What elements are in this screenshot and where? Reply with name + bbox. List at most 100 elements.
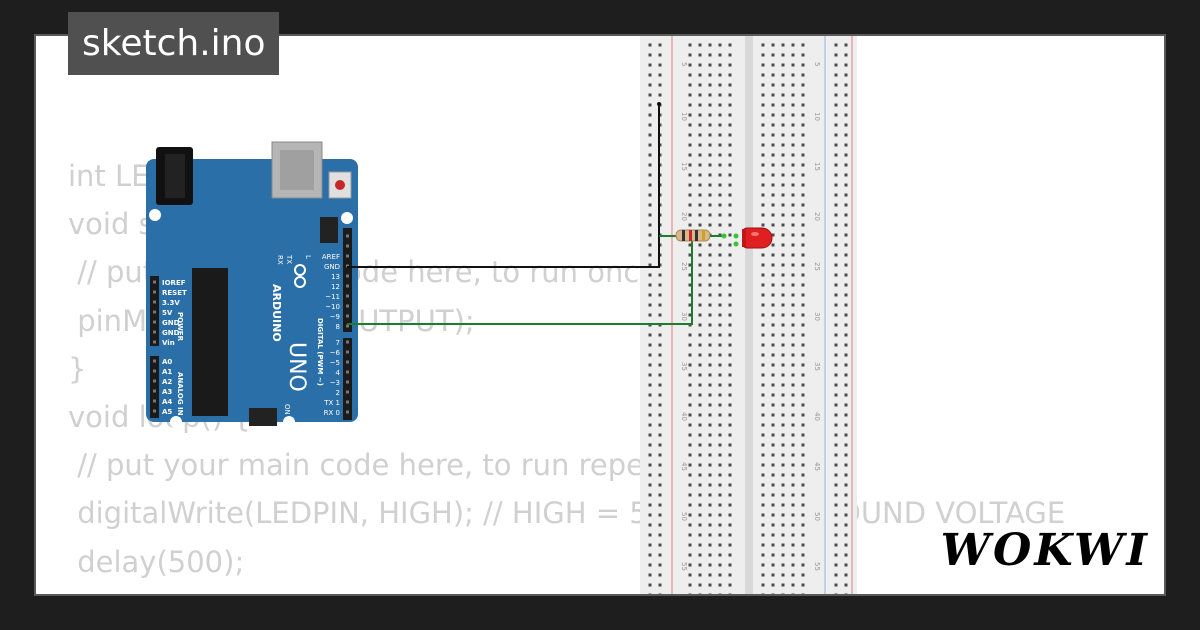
breadboard-hole — [791, 173, 795, 177]
pin-label-a0: A0 — [162, 358, 172, 366]
breadboard-hole — [771, 453, 775, 457]
breadboard-hole — [728, 213, 732, 217]
breadboard-hole — [698, 93, 702, 97]
header-pin — [346, 390, 349, 394]
breadboard-hole — [718, 443, 722, 447]
breadboard-hole — [658, 513, 662, 517]
breadboard-hole — [658, 353, 662, 357]
breadboard-hole — [708, 303, 712, 307]
breadboard-hole — [658, 583, 662, 587]
breadboard-hole — [658, 273, 662, 277]
breadboard-hole — [791, 453, 795, 457]
breadboard-hole — [844, 243, 848, 247]
row-number: 10 — [680, 112, 688, 121]
breadboard-hole — [761, 43, 765, 47]
breadboard-hole — [648, 373, 652, 377]
breadboard-hole — [708, 263, 712, 267]
gnd-wire[interactable] — [347, 104, 660, 268]
breadboard-hole — [844, 423, 848, 427]
breadboard-hole — [781, 473, 785, 477]
breadboard-hole — [834, 143, 838, 147]
breadboard-hole — [728, 553, 732, 557]
header-pin — [346, 410, 349, 414]
breadboard-hole — [781, 533, 785, 537]
breadboard-hole — [761, 573, 765, 577]
pin-label-12: 12 — [331, 283, 340, 291]
breadboard-hole — [844, 393, 848, 397]
breadboard-hole — [708, 353, 712, 357]
breadboard-hole — [728, 533, 732, 537]
breadboard-hole — [728, 163, 732, 167]
digital-header-top — [343, 228, 352, 332]
breadboard-hole — [834, 583, 838, 587]
breadboard-hole — [761, 73, 765, 77]
pin-label-5v: 5V — [162, 309, 173, 317]
breadboard-hole — [781, 153, 785, 157]
breadboard-hole — [648, 203, 652, 207]
breadboard-hole — [658, 43, 662, 47]
breadboard-hole — [791, 333, 795, 337]
breadboard-hole — [688, 473, 692, 477]
breadboard-hole — [718, 103, 722, 107]
breadboard-hole — [771, 533, 775, 537]
breadboard-hole — [718, 323, 722, 327]
breadboard-hole — [761, 513, 765, 517]
breadboard-hole — [781, 433, 785, 437]
breadboard-hole — [698, 123, 702, 127]
pin-label-11: ~11 — [325, 293, 340, 301]
breadboard-hole — [648, 473, 652, 477]
header-pin — [346, 284, 349, 288]
mounting-hole — [170, 416, 182, 428]
breadboard-hole — [834, 533, 838, 537]
breadboard-hole — [801, 563, 805, 567]
breadboard-hole — [801, 463, 805, 467]
breadboard-hole — [718, 123, 722, 127]
breadboard-hole — [834, 93, 838, 97]
header-pin — [153, 369, 156, 373]
row-number: 30 — [813, 312, 821, 321]
breadboard-hole — [688, 133, 692, 137]
header-pin — [153, 359, 156, 363]
breadboard-hole — [801, 403, 805, 407]
breadboard-hole — [688, 553, 692, 557]
red-led[interactable] — [742, 227, 773, 249]
breadboard-hole — [708, 243, 712, 247]
breadboard-hole — [708, 573, 712, 577]
breadboard-hole — [658, 443, 662, 447]
breadboard-hole — [688, 573, 692, 577]
breadboard-hole — [708, 293, 712, 297]
breadboard-hole — [658, 433, 662, 437]
breadboard-hole — [718, 263, 722, 267]
breadboard-hole — [698, 473, 702, 477]
breadboard-hole — [708, 273, 712, 277]
breadboard-hole — [801, 163, 805, 167]
reset-button[interactable] — [335, 180, 345, 190]
breadboard-hole — [698, 593, 702, 594]
breadboard-hole — [761, 413, 765, 417]
resistor[interactable] — [675, 229, 711, 242]
breadboard-hole — [761, 563, 765, 567]
breadboard-hole — [791, 443, 795, 447]
pin-label-gnd: GND — [162, 329, 180, 337]
breadboard-hole — [781, 143, 785, 147]
row-number: 10 — [813, 112, 821, 121]
breadboard-hole — [761, 173, 765, 177]
breadboard-hole — [648, 173, 652, 177]
breadboard-hole — [791, 463, 795, 467]
signal-wire[interactable] — [347, 236, 693, 325]
breadboard-hole — [801, 573, 805, 577]
arduino-uno-board[interactable]: IOREF RESET 3.3V 5V GND GND Vin A0 A1 A2… — [146, 141, 358, 428]
breadboard-hole — [718, 543, 722, 547]
breadboard-hole — [708, 543, 712, 547]
breadboard-hole — [728, 593, 732, 594]
breadboard-hole — [648, 493, 652, 497]
breadboard-hole — [708, 403, 712, 407]
breadboard-hole — [708, 183, 712, 187]
breadboard-hole — [688, 43, 692, 47]
breadboard-hole — [801, 243, 805, 247]
breadboard-hole — [834, 313, 838, 317]
breadboard-hole — [698, 63, 702, 67]
breadboard-hole — [801, 263, 805, 267]
breadboard-hole — [834, 343, 838, 347]
header-pin — [346, 380, 349, 384]
